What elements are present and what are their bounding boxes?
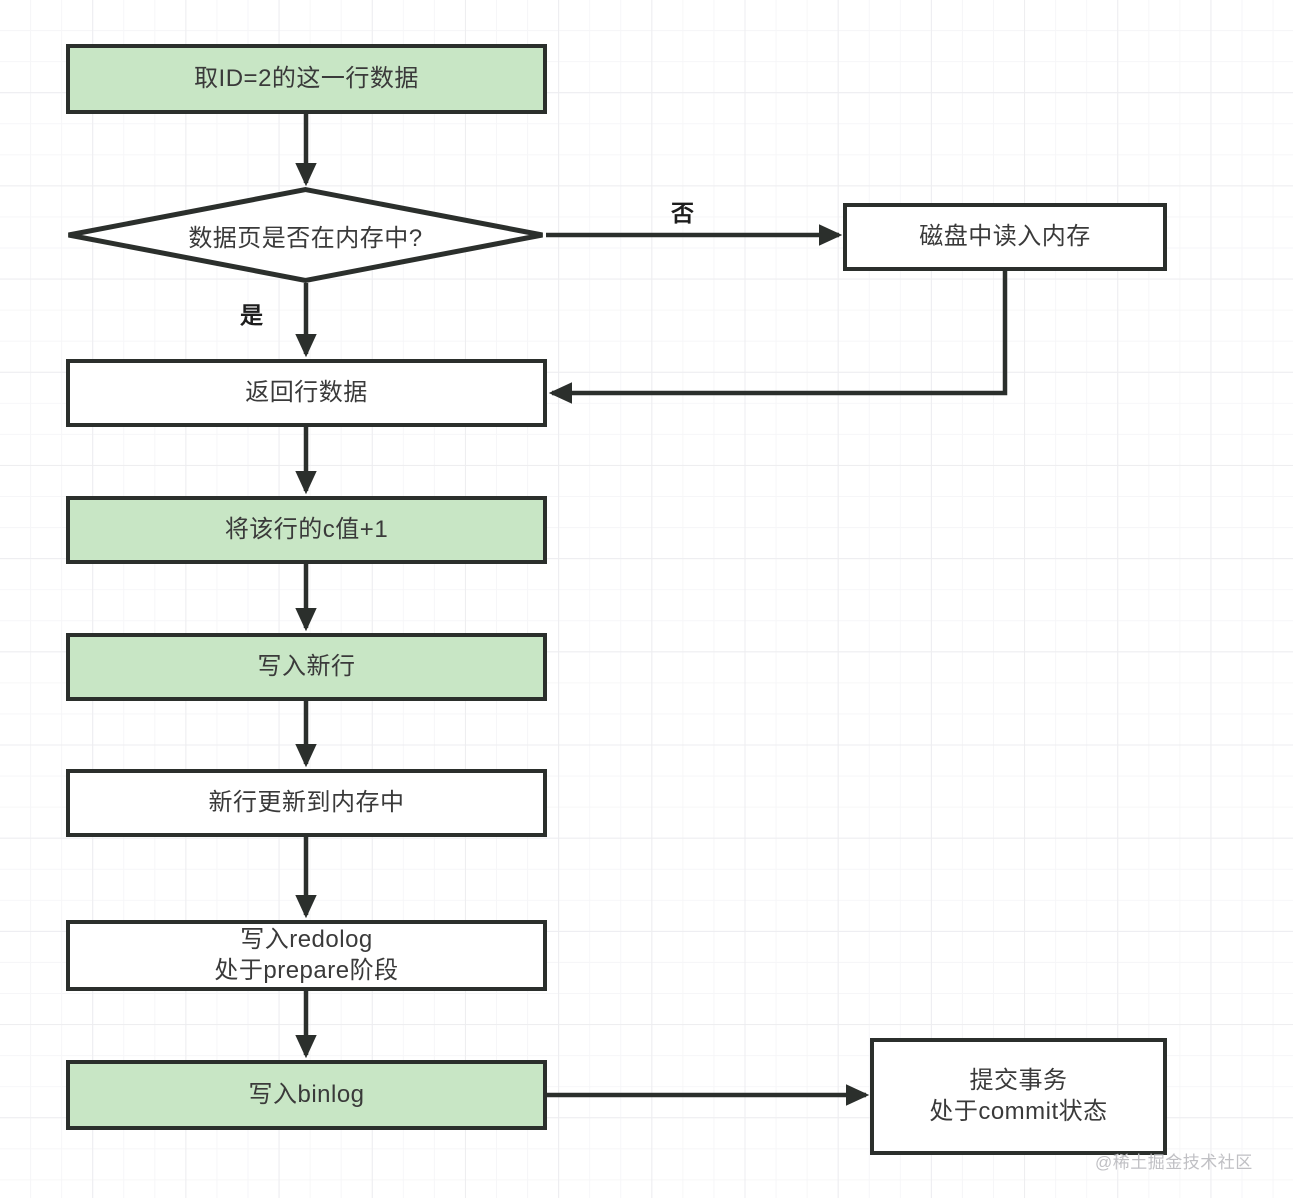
- node-increment-c[interactable]: 将该行的c值+1: [66, 496, 547, 564]
- node-read-from-disk[interactable]: 磁盘中读入内存: [843, 203, 1167, 271]
- node-take-row[interactable]: 取ID=2的这一行数据: [66, 44, 547, 114]
- node-page-in-memory-decision[interactable]: 数据页是否在内存中?: [66, 187, 545, 283]
- edge-label-yes: 是: [240, 302, 263, 328]
- node-commit-transaction[interactable]: 提交事务 处于commit状态: [870, 1038, 1167, 1155]
- edge-disk-to-return-row: [548, 271, 1008, 404]
- node-write-binlog[interactable]: 写入binlog: [66, 1060, 547, 1130]
- watermark: @稀土掘金技术社区: [1095, 1153, 1253, 1172]
- node-return-row[interactable]: 返回行数据: [66, 359, 547, 427]
- diamond-shape: [68, 187, 543, 283]
- node-write-redolog[interactable]: 写入redolog 处于prepare阶段: [66, 920, 547, 991]
- edge-label-no: 否: [671, 200, 694, 226]
- node-update-memory[interactable]: 新行更新到内存中: [66, 769, 547, 837]
- node-write-new-row[interactable]: 写入新行: [66, 633, 547, 701]
- node-page-in-memory-label: 数据页是否在内存中?: [188, 224, 423, 252]
